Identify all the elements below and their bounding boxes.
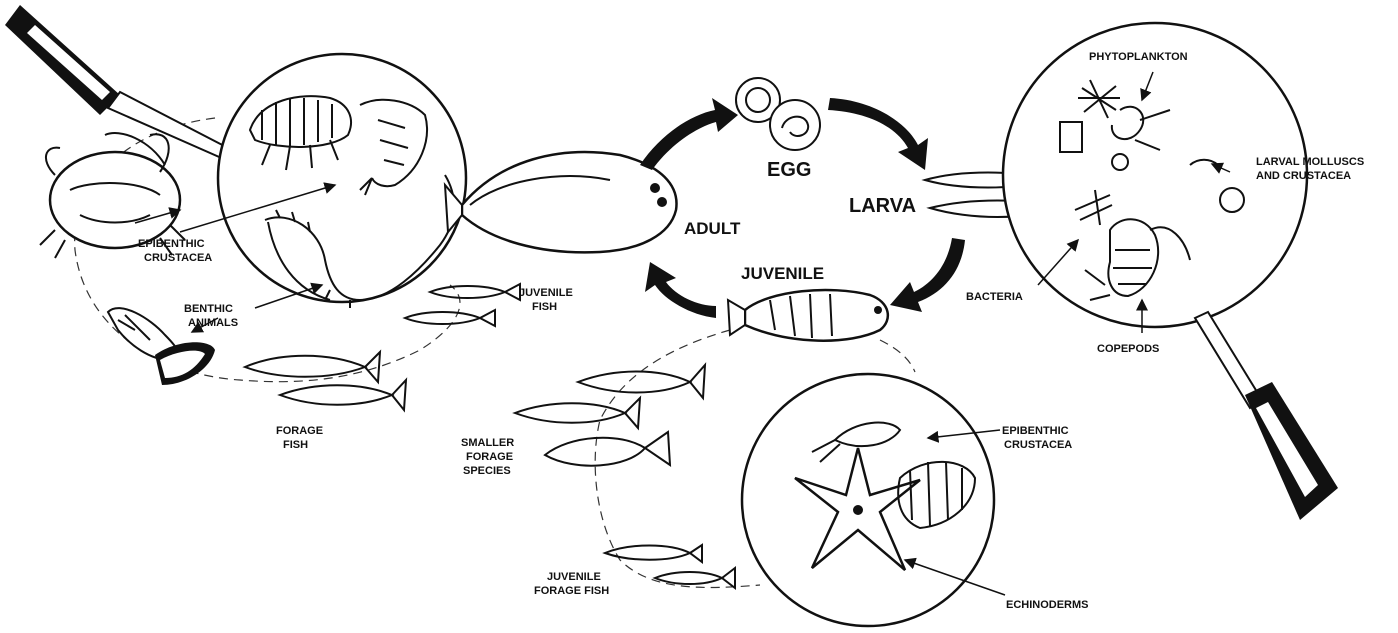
smaller-forage-label-1: SMALLER [461,437,514,449]
bacteria-label: BACTERIA [966,291,1023,303]
smaller-forage-label-3: SPECIES [463,465,511,477]
juvenile-forage-fish [605,545,735,588]
juvenile-forage-label-2: FORAGE FISH [534,585,609,597]
right-loop-connector [880,340,915,372]
juvenile-fish-left [405,284,520,326]
adult-label: ADULT [684,219,741,238]
benthic-label-1: BENTHIC [184,303,233,315]
epibenthic-left-label-1: EPIBENTHIC [138,238,205,250]
forage-fish-center [515,365,705,466]
larval-molluscs-label-1: LARVAL MOLLUSCS [1256,156,1364,168]
left-magnifier [5,5,466,302]
epibenthic-left-label-2: CRUSTACEA [144,252,212,264]
copepods-label: COPEPODS [1097,343,1159,355]
echinoderms-label: ECHINODERMS [1006,599,1089,611]
juvenile-flatfish [728,290,888,341]
forage-fish-label-1: FORAGE [276,425,323,437]
egg-label: EGG [767,159,811,181]
juvenile-label: JUVENILE [741,264,824,283]
adult-flatfish [445,152,677,252]
larva-label: LARVA [849,195,916,217]
forage-fish-label-2: FISH [283,439,308,451]
larval-molluscs-label-2: AND CRUSTACEA [1256,170,1351,182]
arrow-egg-to-larva [828,98,928,170]
arrow-adult-to-egg [640,98,738,170]
phytoplankton-label: PHYTOPLANKTON [1089,51,1188,63]
juvenile-fish-label-2: FISH [532,301,557,313]
juvenile-fish-label-1: JUVENILE [519,287,573,299]
arrow-larva-to-juvenile [890,238,965,312]
juvenile-forage-label-1: JUVENILE [547,571,601,583]
egg-icon [736,78,820,150]
smaller-forage-label-2: FORAGE [466,451,513,463]
epibenthic-right-label-1: EPIBENTHIC [1002,425,1069,437]
arrow-juvenile-to-adult [645,262,716,318]
epibenthic-right-label-2: CRUSTACEA [1004,439,1072,451]
benthic-label-2: ANIMALS [188,317,238,329]
